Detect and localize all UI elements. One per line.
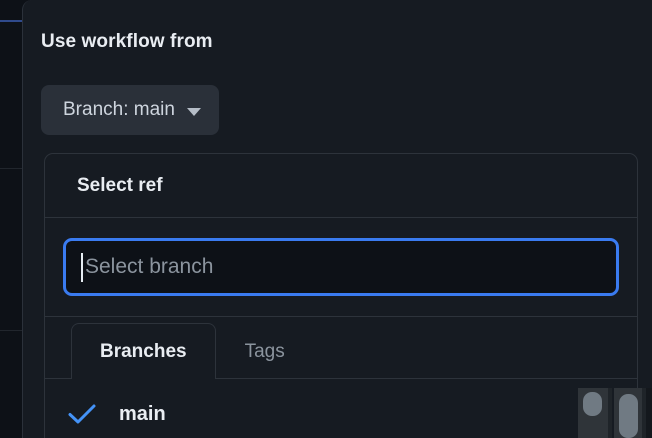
scrollbar-separator — [642, 388, 646, 438]
text-caret — [81, 253, 83, 282]
chevron-down-icon — [186, 107, 201, 116]
tab-tags[interactable]: Tags — [244, 340, 285, 362]
select-ref-title: Select ref — [77, 174, 163, 196]
branch-selector-label: Branch: main — [63, 99, 175, 120]
background-divider — [0, 330, 22, 331]
inner-scrollbar-thumb[interactable] — [583, 392, 602, 416]
background-divider — [0, 168, 22, 169]
branch-selector-button[interactable]: Branch: main — [41, 85, 219, 135]
branch-list: main — [45, 379, 637, 435]
run-workflow-dialog: Use workflow from Branch: main Select re… — [22, 0, 652, 438]
select-ref-search-row — [45, 218, 637, 317]
tab-branches[interactable]: Branches — [71, 323, 216, 380]
select-ref-header: Select ref — [45, 154, 637, 218]
list-item[interactable]: main — [45, 393, 637, 435]
check-icon — [68, 404, 96, 424]
dialog-title: Use workflow from — [41, 31, 213, 52]
list-item-label: main — [119, 402, 166, 425]
branch-search-input[interactable] — [63, 238, 619, 296]
tabs-underline — [45, 378, 637, 379]
outer-scrollbar-thumb[interactable] — [619, 394, 638, 438]
scrollbar-separator — [608, 388, 612, 438]
scrollbar-edge — [646, 388, 652, 438]
scrollbar-group — [578, 388, 652, 438]
background-accent-line — [0, 20, 22, 22]
search-input-wrapper — [63, 238, 619, 296]
ref-tabs: Branches Tags — [45, 317, 637, 380]
select-ref-panel: Select ref Branches Tags main — [44, 153, 638, 438]
